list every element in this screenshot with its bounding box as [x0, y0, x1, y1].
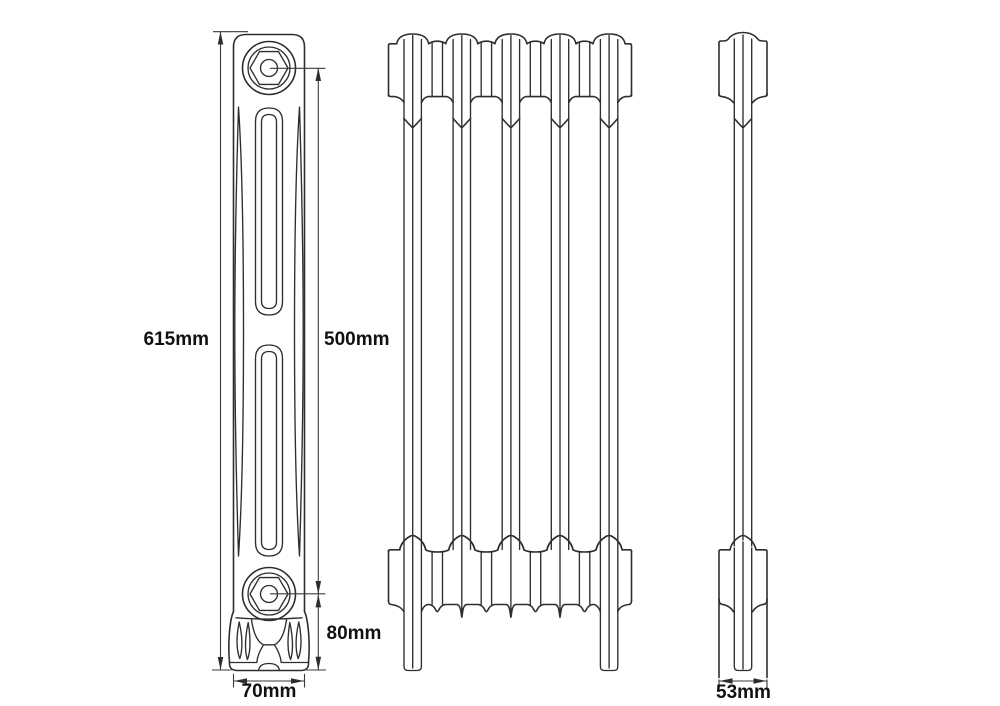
bottom-header-bottom-right [617, 599, 633, 613]
section-junction-bottom [431, 551, 444, 606]
foot-tongue [250, 618, 288, 646]
foot-band [235, 617, 303, 620]
edge-top-fillet-left [718, 92, 735, 104]
edge-bottom-block-left [718, 549, 731, 679]
side-profile-view [228, 33, 310, 672]
upper-slot-outer [254, 107, 284, 316]
top-header-bottom-right [617, 93, 633, 104]
dim-70-arrow-left [234, 678, 247, 684]
left-crescent-groove [234, 106, 245, 557]
dim-80-label: 80mm [327, 623, 382, 644]
lower-slot-inner [260, 350, 278, 551]
foot-teardrop-inner-left [244, 621, 251, 661]
top-header-gap [420, 95, 454, 104]
top-header-gap [567, 95, 602, 104]
dim-80-arrow-down [315, 656, 322, 670]
section-junction-top [480, 41, 493, 98]
section-junction-top [431, 41, 444, 98]
top-header-gap [518, 95, 553, 104]
edge-column-lines [733, 34, 753, 547]
section-junction-bottom [529, 551, 542, 606]
edge-leg [733, 541, 753, 672]
foot-center-arch [257, 662, 281, 672]
right-crescent-groove [293, 106, 304, 557]
dim-500-label: 500mm [324, 329, 390, 350]
foot-teardrop-inner-right [287, 621, 294, 661]
edge-top-header-outline [718, 31, 768, 97]
front-view [387, 33, 633, 672]
edge-bottom-hump [729, 534, 757, 551]
bottom-header-bottom-left [387, 599, 405, 613]
dim-500-arrow-down [315, 581, 322, 594]
foot-teardrop-outer-left [236, 621, 243, 660]
top-bush-hexagon [249, 50, 289, 86]
top-header-bottom-left [387, 93, 405, 104]
edge-bottom-fillet-left [718, 598, 735, 613]
scroll-feet [228, 610, 310, 672]
dim-615-label: 615mm [144, 329, 210, 350]
dim-53-arrow-right [753, 678, 767, 684]
bottom-bush-hexagon [249, 576, 289, 612]
section-column-leg [599, 34, 619, 672]
lower-slot-outer [254, 344, 284, 557]
dim-70-arrow-right [291, 678, 304, 684]
edge-top-fillet-right [751, 92, 768, 104]
section-column-leg [403, 34, 423, 672]
dim-80-arrow-up [315, 594, 322, 608]
dim-70-label: 70mm [242, 681, 297, 702]
dim-615-arrow-down [217, 657, 224, 670]
edge-bottom-fillet-right [751, 598, 768, 613]
dim-500-arrow-up [315, 68, 322, 81]
side-edge-view [718, 31, 768, 679]
section-junction-bottom [480, 551, 493, 606]
dim-53-label: 53mm [716, 682, 771, 703]
dim-615-arrow-up [217, 31, 224, 45]
section-junction-top [529, 41, 542, 98]
foot-flare-right [303, 610, 310, 663]
foot-base [228, 661, 310, 672]
edge-bottom-block-right [755, 549, 768, 679]
top-header-outline [387, 33, 633, 97]
foot-teardrop-outer-right [295, 621, 302, 660]
section-junction-bottom [578, 551, 591, 606]
section-body-outline [232, 33, 306, 613]
foot-inner-left [256, 644, 265, 664]
section-junction-top [578, 41, 591, 98]
upper-slot-inner [260, 113, 278, 310]
foot-flare-left [228, 610, 235, 663]
column-ornament [234, 106, 304, 557]
top-header-gap [469, 95, 504, 104]
dim-53-arrow-left [719, 678, 733, 684]
foot-inner-right [273, 644, 282, 664]
dimension-annotations: 615mm 500mm 80mm 70mm 53mm [144, 31, 771, 703]
